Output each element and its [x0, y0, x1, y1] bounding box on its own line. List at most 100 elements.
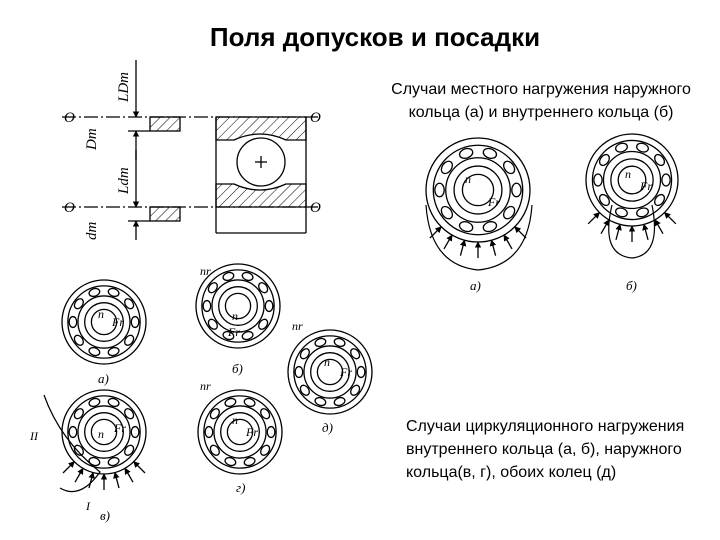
- bearing-circ-a-ring-1: [67, 285, 141, 359]
- label-circ-a: а): [98, 371, 109, 386]
- bearing-local-a-roller-1: [502, 205, 516, 220]
- inner-ring-section: [215, 183, 307, 208]
- bearing-local-a-roller-6: [440, 160, 454, 175]
- bearing-local-a-ring-3: [453, 165, 503, 215]
- bearing-circ-g-roller-1: [260, 444, 271, 456]
- bearing-circ-d-ring-2: [303, 345, 357, 399]
- bearing-circ-a-ring-3: [84, 302, 124, 342]
- bearing-local-b-ring-4: [617, 165, 647, 195]
- label-Fr-2: Fr: [111, 315, 124, 329]
- bearing-local-a-roller-9: [502, 160, 516, 175]
- label-LD-m: LDm: [116, 72, 132, 103]
- label-Fr-1: Fr: [639, 179, 652, 193]
- bearing-circ-d-roller-0: [356, 365, 366, 379]
- bearing-circ-a-ring-2: [77, 295, 131, 349]
- bearing-circ-v-load-arrow-0: [133, 461, 146, 474]
- bearing-local-a-ring-4: [461, 173, 495, 207]
- label-D-m: Dm: [84, 128, 100, 151]
- outer-ring-section: [215, 116, 307, 141]
- label-n-6: n: [232, 413, 238, 427]
- label-n-4: n: [324, 355, 330, 369]
- bearing-local-b-ring-0: [585, 133, 679, 227]
- bearing-local-a-roller-2: [482, 221, 498, 233]
- axis-label-inner-right: O: [310, 200, 321, 216]
- bearing-local-b-ring-2: [602, 150, 662, 210]
- bearing-circ-v-load-arrow-2: [113, 471, 120, 489]
- bearing-circ-v: [61, 389, 147, 490]
- bearing-circ-g-roller-7: [224, 397, 237, 408]
- label-nr-2: nr: [200, 379, 211, 393]
- inner-tolerance-field: [149, 206, 181, 222]
- load-zone-outer-a: [425, 204, 533, 271]
- bearing-local-b-roller-2: [636, 207, 649, 218]
- bearing-circ-v-load-arrow-4: [88, 471, 95, 489]
- ball: [236, 137, 286, 187]
- bearing-circ-d-ring-3: [310, 352, 350, 392]
- bearing-local-a-ring-2: [445, 157, 511, 223]
- bearing-circ-b-ring-1: [201, 269, 275, 343]
- bearing-circ-g-roller-6: [209, 408, 220, 420]
- bearing-circ-d-roller-4: [299, 384, 310, 396]
- axis-label-outer: O: [64, 110, 75, 126]
- bearing-local-b-ring-3: [610, 158, 654, 202]
- label-local-b: б): [626, 278, 637, 293]
- bearing-local-b-roller-4: [598, 193, 610, 207]
- bearing-circ-b-roller-6: [207, 282, 218, 294]
- bearing-circ-g-roller-3: [224, 456, 237, 467]
- bearing-circ-b-roller-9: [258, 282, 269, 294]
- bearing-circ-b-ring-4: [224, 292, 252, 320]
- bearing-circ-g-roller-2: [243, 456, 256, 467]
- bearing-circ-b-roller-2: [241, 330, 254, 341]
- bearing-section-drawing: [62, 60, 320, 240]
- axis-label-outer-right: O: [310, 110, 321, 126]
- bearing-circ-a-roller-9: [124, 298, 135, 310]
- load-zones-local: [43, 204, 656, 493]
- bearing-local-a-roller-5: [434, 182, 445, 198]
- bearing-local-b-roller-9: [654, 153, 666, 167]
- bearing-circ-a-roller-4: [73, 334, 84, 346]
- bearing-local-a-load-arrow-5: [443, 234, 453, 250]
- bearing-local-a-roller-4: [440, 205, 454, 220]
- label-circ-v: в): [100, 508, 110, 523]
- caption-local-loading: Случаи местного нагружения наружного кол…: [391, 81, 691, 121]
- bearing-circ-g: [197, 389, 283, 475]
- bearing-circ-v-ring-1: [67, 395, 141, 469]
- bearing-circ-v-ring-2: [77, 405, 131, 459]
- bearing-local-a-roller-8: [482, 147, 498, 159]
- bearing-circ-b-roller-8: [241, 271, 254, 282]
- bearing-circ-v-ring-0: [61, 389, 147, 475]
- bearing-local-a-load-arrow-2: [489, 239, 497, 256]
- bearing-local-a-roller-7: [458, 147, 474, 159]
- bearing-circ-v-load-arrow-1: [124, 467, 134, 483]
- bearing-local-b-ring-1: [591, 139, 673, 221]
- bearing-circ-b-roller-1: [258, 318, 269, 330]
- bearing-circ-a-roller-2: [107, 346, 120, 357]
- bearing-circ-b-ring-3: [218, 286, 258, 326]
- bearing-circ-a-roller-1: [124, 334, 135, 346]
- bearing-circ-v-roller-0: [130, 425, 140, 439]
- bearing-circ-v-roller-6: [73, 408, 84, 420]
- label-roman-II: II: [29, 429, 39, 443]
- load-zone-circ-v: [43, 394, 101, 493]
- bearing-circ-v-load-arrow-5: [74, 467, 84, 483]
- label-Fr-3: Fr: [227, 325, 240, 339]
- bearing-local-b-roller-5: [593, 173, 603, 187]
- bearing-circ-v-roller-4: [73, 444, 84, 456]
- page-title: Поля допусков и посадки: [209, 22, 541, 52]
- label-n-1: n: [625, 167, 631, 181]
- bearing-local-a-ring-1: [432, 144, 524, 236]
- bearing-local-b-load-arrow-5: [600, 219, 610, 235]
- bearing-circ-v-roller-5: [68, 425, 78, 439]
- bearing-local-a-roller-3: [458, 221, 474, 233]
- label-d-m: dm: [84, 222, 100, 241]
- bearing-circ-g-ring-2: [213, 405, 267, 459]
- label-n-3: n: [232, 309, 238, 323]
- label-Ld-m: Ldm: [116, 167, 132, 195]
- bearing-circ-v-ring-4: [90, 418, 118, 446]
- bearing-local-a: [425, 137, 531, 258]
- label-Fr-4: Fr: [339, 365, 352, 379]
- bearing-local-b-load-arrow-4: [615, 223, 622, 241]
- label-n-5: n: [98, 427, 104, 441]
- bearing-local-b-roller-8: [636, 142, 649, 153]
- bearing-circ-a-ring-4: [90, 308, 118, 336]
